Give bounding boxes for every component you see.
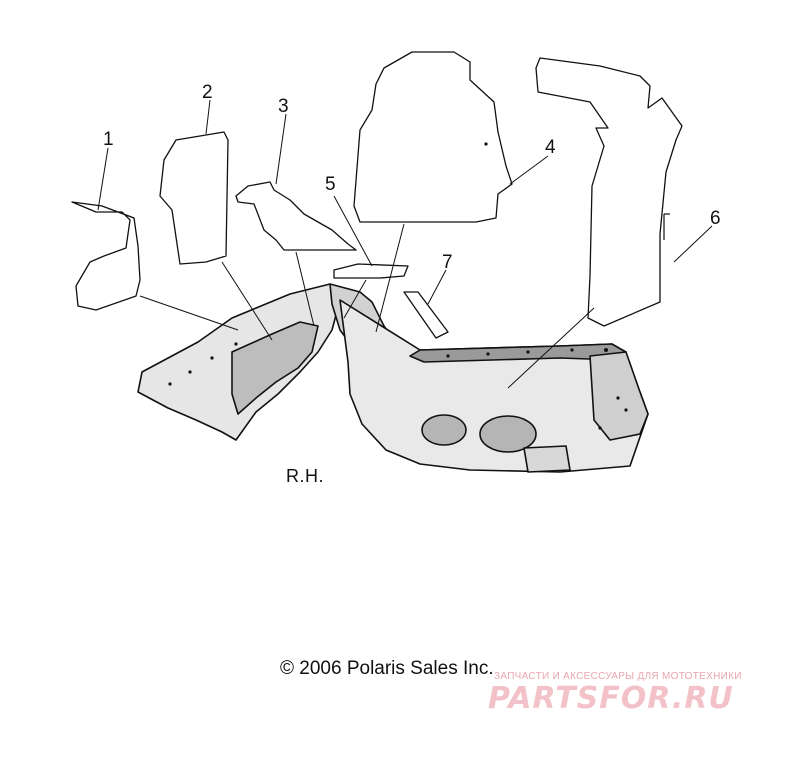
callout-3: 3	[278, 96, 289, 117]
hood-inner-cavity	[231, 321, 319, 415]
leader-pad5-hood	[343, 279, 367, 319]
hood-vent-oval-right	[479, 415, 537, 453]
leader-3	[275, 113, 287, 185]
leader-7	[427, 269, 447, 305]
leader-6	[673, 225, 713, 263]
callout-4: 4	[545, 137, 556, 158]
hood-lower-tab	[523, 445, 571, 473]
callout-1: 1	[103, 129, 114, 150]
leader-lines	[97, 99, 713, 389]
pad-part-2	[159, 131, 229, 265]
pad-details	[484, 142, 670, 240]
callout-2: 2	[202, 82, 213, 103]
pad-part-5	[333, 263, 409, 279]
callout-6: 6	[710, 208, 721, 229]
leader-pad2-hood	[221, 261, 273, 341]
copyright-text: © 2006 Polaris Sales Inc.	[280, 658, 494, 679]
hood-rivets	[168, 342, 628, 430]
pad-part-6	[535, 57, 683, 327]
insulation-pads	[71, 51, 683, 339]
leader-5	[333, 195, 373, 267]
side-label: R.H.	[286, 466, 324, 486]
hood-rear-box	[589, 351, 649, 441]
pad-part-3	[235, 181, 357, 251]
leader-pad4-hood	[375, 223, 405, 333]
leader-2	[205, 99, 211, 135]
leader-pad3-hood	[295, 251, 315, 327]
pad-part-1	[71, 201, 141, 311]
callout-numbers: 1 2 3 4 5 6 7	[103, 82, 721, 273]
hood-vent-oval-left	[421, 414, 467, 446]
leader-1	[97, 147, 109, 211]
hood-body-assembly	[137, 283, 649, 473]
leader-4	[509, 155, 549, 185]
leader-pad1-hood	[139, 295, 239, 331]
watermark-logo: PARTSFOR.RU	[488, 681, 734, 716]
callout-5: 5	[325, 174, 336, 195]
pad-part-4	[353, 51, 513, 223]
pad-part-7	[403, 291, 449, 339]
callout-7: 7	[442, 252, 453, 273]
watermark-tagline: ЗАПЧАСТИ И АКСЕССУАРЫ ДЛЯ МОТОТЕХНИКИ	[494, 671, 742, 682]
leader-pad6-hood	[507, 307, 595, 389]
